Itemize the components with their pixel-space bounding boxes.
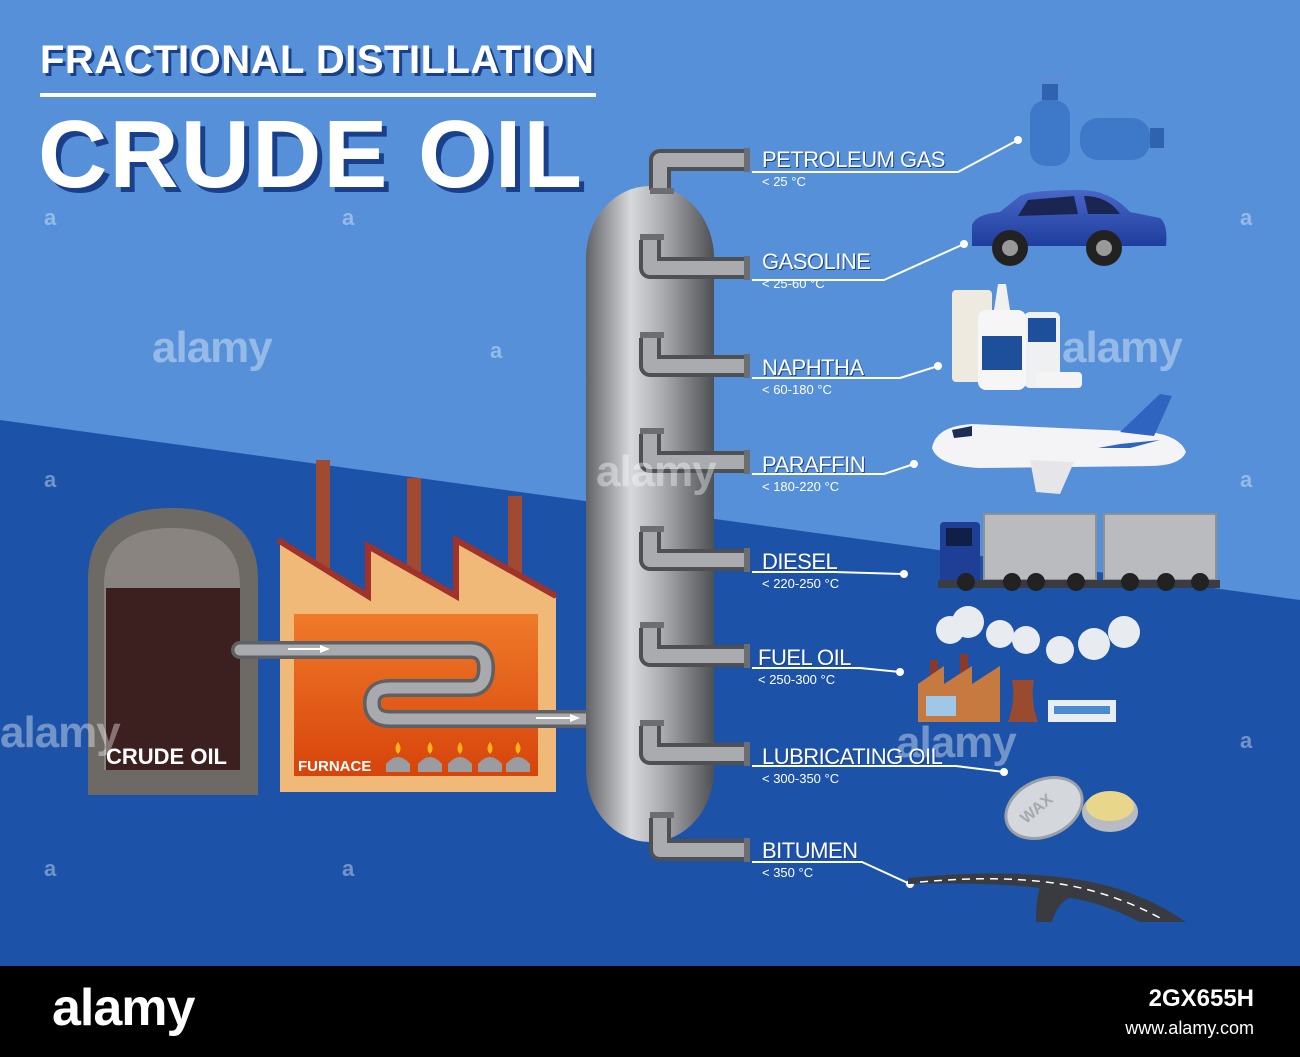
factory-icon: [918, 606, 1140, 722]
product-name: PARAFFIN: [762, 452, 866, 477]
watermark: a: [44, 467, 57, 492]
product-name: NAPHTHA: [762, 355, 864, 380]
product-name: DIESEL: [762, 549, 838, 574]
outlet-pipe: [639, 622, 750, 668]
watermark: alamy: [0, 708, 121, 757]
product-name: LUBRICATING OIL: [762, 744, 943, 769]
diagram-artwork: WAX: [0, 0, 1300, 966]
car-icon: [972, 190, 1167, 266]
title-line-1: FRACTIONAL DISTILLATION: [40, 38, 595, 82]
product-connector: [752, 136, 1022, 173]
outlet-pipe: [639, 428, 750, 474]
product-connector: [752, 460, 918, 475]
product-label-petroleum-gas: PETROLEUM GAS < 25 °C: [762, 147, 945, 189]
chemical-bottles-icon: [952, 284, 1082, 390]
crude-oil-label: CRUDE OIL: [106, 744, 227, 769]
wax-tin-icon: WAX: [1004, 776, 1138, 840]
footer-brand: alamy: [52, 979, 195, 1037]
watermark: a: [44, 205, 57, 230]
product-label-paraffin: PARAFFIN < 180-220 °C: [762, 452, 866, 494]
product-label-fuel-oil: FUEL OIL < 250-300 °C: [758, 645, 852, 687]
product-connector: [752, 362, 942, 379]
product-connector: [752, 240, 968, 281]
airplane-icon: [932, 394, 1186, 494]
product-connector: [752, 570, 908, 578]
product-temperature: < 25 °C: [762, 174, 806, 189]
product-connector: [752, 765, 1008, 776]
watermark: a: [342, 856, 355, 881]
product-label-lubricating-oil: LUBRICATING OIL < 300-350 °C: [762, 744, 943, 786]
fractionating-column: [586, 186, 714, 842]
flow-arrow: [288, 645, 330, 653]
outlet-pipe: [639, 526, 750, 572]
watermark: alamy: [596, 447, 717, 496]
product-temperature: < 180-220 °C: [762, 479, 840, 494]
watermark: a: [490, 338, 503, 363]
outlet-pipes: [639, 148, 750, 862]
outlet-pipe: [639, 234, 750, 280]
product-label-diesel: DIESEL < 220-250 °C: [762, 549, 839, 591]
product-temperature: < 250-300 °C: [758, 672, 836, 687]
watermark: a: [1240, 467, 1253, 492]
furnace-label: FURNACE: [298, 758, 372, 775]
truck-icon: [938, 513, 1220, 591]
watermark: alamy: [152, 323, 273, 372]
footer-site: www.alamy.com: [1125, 1018, 1254, 1038]
watermark: a: [1240, 728, 1253, 753]
product-label-naphtha: NAPHTHA < 60-180 °C: [762, 355, 864, 397]
outlet-pipe: [649, 148, 750, 194]
product-temperature: < 220-250 °C: [762, 576, 840, 591]
gas-cylinders-icon: [1030, 76, 1164, 166]
watermark: alamy: [896, 718, 1017, 767]
product-name: GASOLINE: [762, 249, 871, 274]
product-connectors: [752, 136, 1022, 888]
product-temperature: < 25-60 °C: [762, 276, 825, 291]
product-connector: [752, 667, 904, 676]
product-name: FUEL OIL: [758, 645, 852, 670]
product-label-gasoline: GASOLINE < 25-60 °C: [762, 249, 871, 291]
watermark: a: [1240, 205, 1253, 230]
flow-arrow: [536, 714, 580, 722]
watermark: a: [342, 205, 355, 230]
outlet-pipe: [639, 332, 750, 378]
feed-pipe: [231, 641, 599, 728]
furnace-building: [276, 460, 558, 792]
image-id: 2GX655H: [1148, 985, 1254, 1012]
furnace-burners: [386, 742, 530, 772]
outlet-pipe: [639, 720, 750, 766]
outlet-pipe: [649, 812, 750, 862]
product-temperature: < 300-350 °C: [762, 771, 840, 786]
watermark: alamy: [1062, 323, 1183, 372]
road-icon: [908, 873, 1186, 922]
stock-footer: [0, 966, 1300, 1057]
product-name: BITUMEN: [762, 838, 858, 863]
product-label-bitumen: BITUMEN < 350 °C: [762, 838, 858, 880]
title-divider: [40, 93, 596, 97]
watermark: a: [44, 856, 57, 881]
title-line-2: CRUDE OIL: [38, 101, 584, 208]
product-temperature: < 60-180 °C: [762, 382, 832, 397]
crude-oil-tank: [88, 508, 258, 795]
product-temperature: < 350 °C: [762, 865, 814, 880]
product-name: PETROLEUM GAS: [762, 147, 945, 172]
